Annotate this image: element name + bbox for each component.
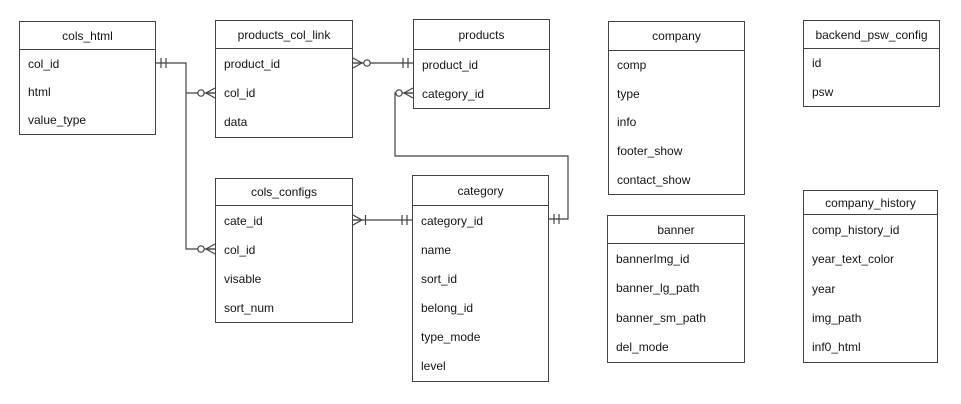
field-inf0_html: inf0_html xyxy=(812,340,861,355)
crows-foot-prong xyxy=(205,243,216,250)
field-banner_lg_path: banner_lg_path xyxy=(616,281,700,296)
table-title: company xyxy=(609,22,744,51)
crows-foot-prong xyxy=(205,87,216,94)
field-comp_history_id: comp_history_id xyxy=(812,222,900,237)
field-id: id xyxy=(812,56,822,71)
cardinality-zero-circle xyxy=(363,59,371,67)
field-type_mode: type_mode xyxy=(421,330,481,345)
crows-foot-prong xyxy=(205,92,216,99)
field-comp: comp xyxy=(617,58,647,73)
field-list: comp type info footer_show contact_show xyxy=(609,51,744,194)
table-title: cols_html xyxy=(20,22,155,50)
field-contact_show: contact_show xyxy=(617,172,691,187)
entity-banner[interactable]: banner bannerImg_id banner_lg_path banner_s… xyxy=(607,215,745,363)
field-year: year xyxy=(812,281,836,296)
field-product_id: product_id xyxy=(224,56,281,71)
field-list: id psw xyxy=(804,49,939,106)
field-info: info xyxy=(617,115,637,130)
table-title: cols_configs xyxy=(216,179,352,206)
field-psw: psw xyxy=(812,84,834,99)
field-list: bannerImg_id banner_lg_path banner_sm_path… xyxy=(608,244,744,362)
field-product_id: product_id xyxy=(422,57,479,72)
field-list: product_id category_id xyxy=(414,50,549,108)
field-col_id: col_id xyxy=(28,57,60,71)
field-belong_id: belong_id xyxy=(421,301,474,316)
table-title: products_col_link xyxy=(216,21,352,49)
entity-products[interactable]: products product_id category_id xyxy=(413,19,550,109)
field-type: type xyxy=(617,86,640,101)
table-title: company_history xyxy=(804,191,937,215)
crows-foot-prong xyxy=(403,87,414,94)
field-banner_sm_path: banner_sm_path xyxy=(616,310,707,325)
field-col_id: col_id xyxy=(224,242,256,257)
field-cate_id: cate_id xyxy=(224,213,263,228)
cardinality-zero-circle xyxy=(395,89,403,97)
field-sort_num: sort_num xyxy=(224,300,275,315)
crows-foot-prong xyxy=(352,219,363,226)
field-year_text_color: year_text_color xyxy=(812,252,895,267)
field-value_type: value_type xyxy=(28,113,87,127)
field-sort_id: sort_id xyxy=(421,271,458,286)
field-level: level xyxy=(421,359,446,374)
field-html: html xyxy=(28,85,51,99)
crows-foot-prong xyxy=(205,248,216,255)
entity-company_history[interactable]: company_history comp_history_id year_text_… xyxy=(803,190,938,363)
field-name: name xyxy=(421,242,452,257)
relationship-cols_html-cols_configs xyxy=(185,93,215,250)
field-category_id: category_id xyxy=(422,86,485,101)
relationship-cols_html-products_col_link xyxy=(156,62,215,94)
table-title: backend_psw_config xyxy=(804,21,939,49)
table-title: banner xyxy=(608,216,744,244)
table-title: category xyxy=(413,176,548,206)
field-category_id: category_id xyxy=(421,213,484,228)
field-visable: visable xyxy=(224,271,262,286)
crows-foot-prong xyxy=(352,57,363,64)
field-del_mode: del_mode xyxy=(616,340,669,355)
field-bannerImg_id: bannerImg_id xyxy=(616,251,690,266)
cardinality-zero-circle xyxy=(197,245,205,253)
field-img_path: img_path xyxy=(812,310,862,325)
field-footer_show: footer_show xyxy=(617,144,683,159)
field-col_id: col_id xyxy=(224,85,256,100)
crows-foot-prong xyxy=(403,92,414,99)
cardinality-zero-circle xyxy=(197,89,205,97)
field-data: data xyxy=(224,115,248,130)
crows-foot-prong xyxy=(352,214,363,221)
entity-company[interactable]: company comp type info footer_show contact_sh… xyxy=(608,21,745,195)
crows-foot-prong xyxy=(352,62,363,69)
table-title: products xyxy=(414,20,549,50)
